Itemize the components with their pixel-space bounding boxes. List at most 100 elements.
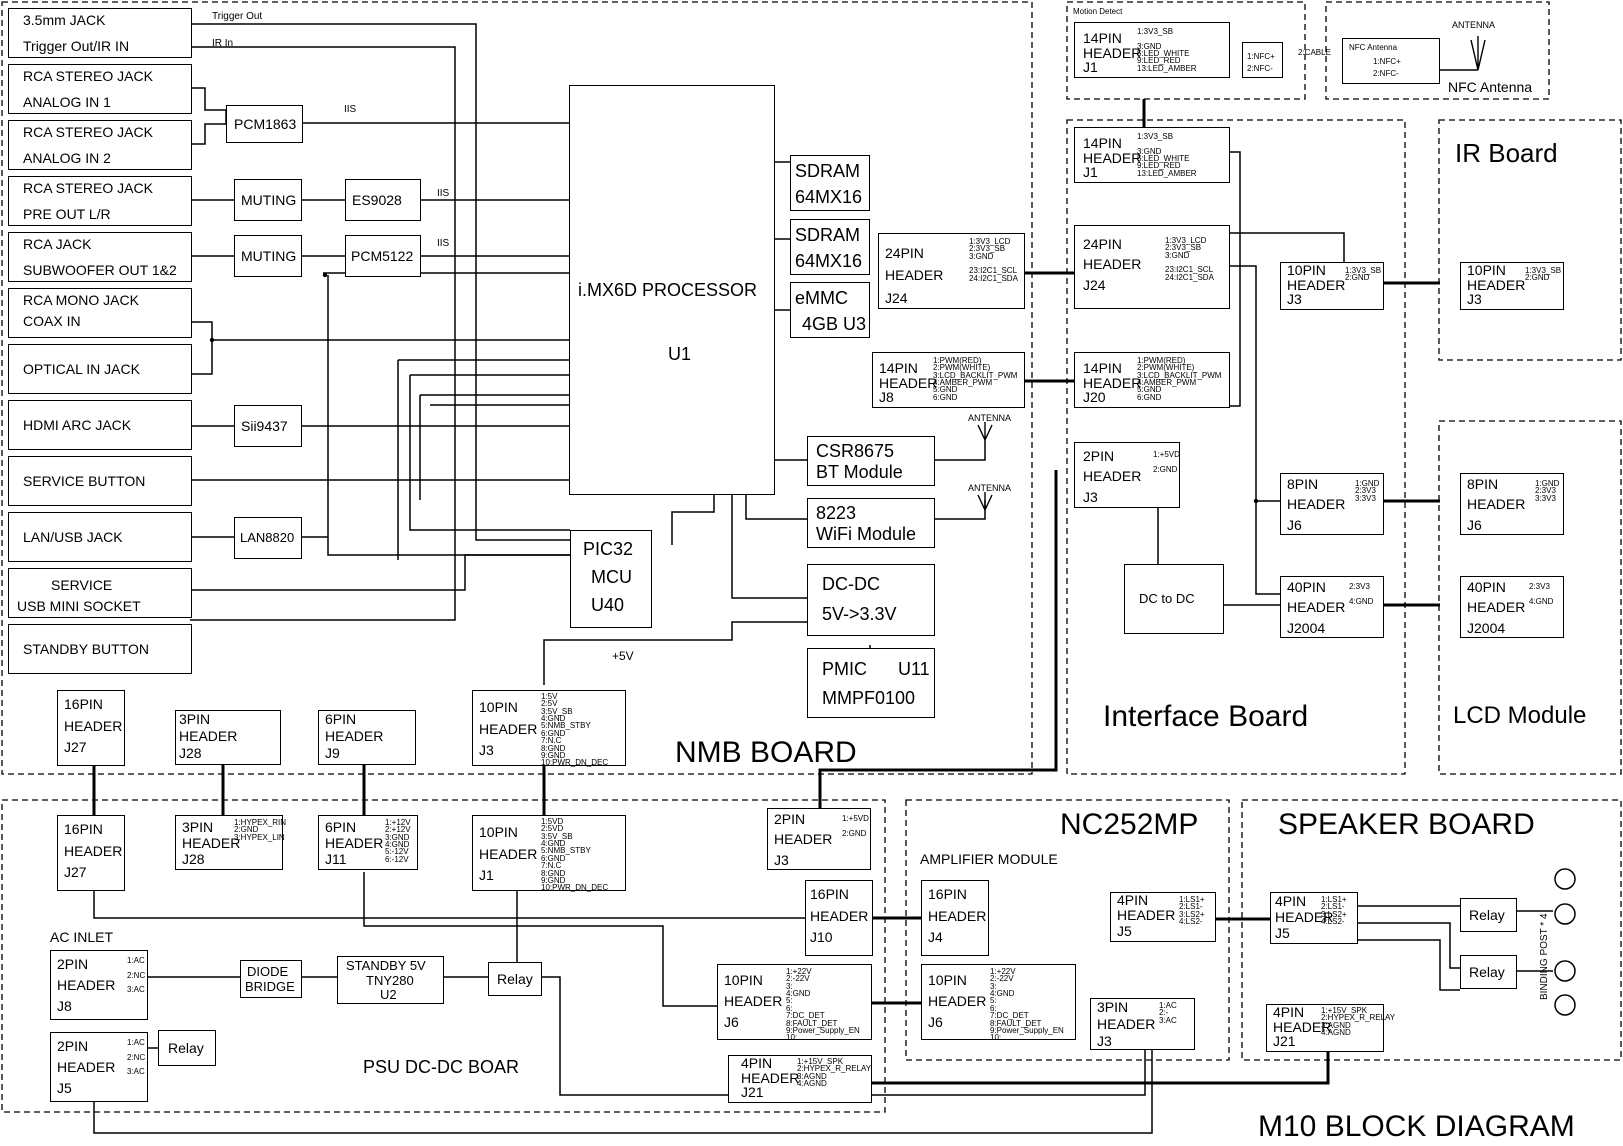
wifi-antenna-icon — [977, 492, 993, 511]
psu-relay-2: Relay — [158, 1030, 216, 1066]
jack-35mm: 3.5mm JACK Trigger Out/IR IN — [8, 8, 192, 58]
standby-5v-supply: STANDBY 5V TNY280 U2 — [337, 956, 444, 1004]
nmb-header-j3: 10PIN HEADER J3 1:5V 2:5V 3:5V_SB 4:GND … — [472, 690, 626, 768]
amp-header-j6-pins: 1:+22V 2:-22V 3: 4:GND 5: 6: 7:DC_DET 8:… — [990, 967, 1064, 1043]
psu-header-j5: 2PIN HEADER J5 1:AC 2:NC 3:AC — [50, 1032, 148, 1102]
binding-post-icon — [1554, 960, 1576, 982]
rca-subwoofer-out-label: RCA JACK — [23, 236, 92, 252]
standby-button: STANDBY BUTTON — [8, 624, 192, 674]
emmc: eMMC 4GB U3 — [790, 282, 870, 338]
wifi-module-sub: WiFi Module — [816, 524, 917, 544]
psu-board-outline — [1, 799, 886, 1113]
service-usb-label: SERVICE — [51, 577, 113, 593]
psu-header-j6-label: 10PIN HEADER J6 — [724, 972, 783, 1030]
interface-header-j3-10pin-label: 10PIN HEADER J3 — [1287, 262, 1346, 308]
amp-header-j5-pins: 1:LS1+ 2:LS1- 3:LS2+ 4:LS2- — [1179, 895, 1205, 927]
lcd-module-outline — [1438, 420, 1622, 775]
pmic-ref: U11 — [898, 659, 930, 679]
binding-post-icon — [1554, 903, 1576, 925]
standby-button-label: STANDBY BUTTON — [23, 641, 150, 657]
pmic-label: PMIC — [822, 659, 867, 679]
amp-header-j6: 10PIN HEADER J6 1:+22V 2:-22V 3: 4:GND 5… — [921, 964, 1076, 1043]
lcd-header-j6-pins: 1:GND 2:3V3 3:3V3 — [1535, 479, 1560, 503]
nmb-header-j27-label: 16PIN HEADER J27 — [64, 696, 123, 756]
sdram-1-sub: 64MX16 — [795, 187, 863, 207]
interface-header-j3-2pin: 2PIN HEADER J3 1:+5VD 2:GND — [1074, 442, 1180, 508]
amp-header-j4: 16PIN HEADER J4 — [921, 880, 989, 956]
standby-5v-ref: U2 — [380, 987, 397, 1002]
pcm5122-label: PCM5122 — [351, 248, 414, 264]
ir-header-j3: 10PIN HEADER J3 1:3V3_SB 2:GND — [1460, 262, 1564, 310]
amp-header-j3-label: 3PIN HEADER J3 — [1097, 999, 1156, 1049]
rca-coax-in-label: RCA MONO JACK — [23, 292, 139, 308]
es9028-label: ES9028 — [352, 192, 402, 208]
nmb-header-j9: 6PIN HEADER J9 — [318, 710, 416, 765]
psu-board-title: PSU DC-DC BOAR — [363, 1057, 520, 1077]
psu-header-j21: 4PIN HEADER J21 1:+15V_SPK 2:HYPEX_R_REL… — [728, 1055, 872, 1103]
sii9437-label: Sii9437 — [241, 418, 288, 434]
emmc-sub: 4GB U3 — [802, 314, 867, 334]
psu-header-j1-pins: 1:5VD 2:5VD 3:5V_SB 4:GND 5:NMB_STBY 6:G… — [541, 817, 609, 893]
pcm5122-chip: PCM5122 — [345, 235, 421, 277]
nmb-board-title: NMB BOARD — [675, 736, 857, 769]
rca-analog-in-2: RCA STEREO JACK ANALOG IN 2 — [8, 120, 192, 170]
ir-header-j3-pins: 1:3V3_SB 2:GND — [1525, 266, 1562, 283]
lcd-header-j2004-label: 40PIN HEADER J2004 — [1467, 579, 1526, 636]
service-button: SERVICE BUTTON — [8, 456, 192, 506]
interface-header-j2004-pins: 2:3V3 4:GND — [1349, 582, 1374, 606]
iis-label-2: IIS — [437, 188, 450, 199]
nmb-header-j8-pins: 1:PWM(RED) 2:PWM(WHITE) 3:LCD_BACKLIT_PW… — [933, 356, 1018, 402]
jack-35mm-sub: Trigger Out/IR IN — [23, 38, 130, 54]
pcm1863-label: PCM1863 — [234, 116, 297, 132]
psu-header-j27-label: 16PIN HEADER J27 — [64, 821, 123, 881]
dc-to-dc-converter: DC to DC — [1124, 564, 1224, 634]
nmb-header-j8: 14PIN HEADER J8 1:PWM(RED) 2:PWM(WHITE) … — [872, 352, 1025, 408]
interface-board-outline — [1066, 119, 1406, 775]
lcd-header-j6-label: 8PIN HEADER J6 — [1467, 476, 1526, 533]
speaker-header-j21: 4PIN HEADER J21 1:+15V_SPK 2:HYPEX_R_REL… — [1266, 1004, 1395, 1052]
sdram-1: SDRAM 64MX16 — [790, 155, 870, 211]
muting-label-2: MUTING — [241, 248, 297, 264]
wifi-module-label: 8223 — [816, 503, 857, 523]
psu-header-j28-pins: 1:HYPEX_RIN 2:GND 3:HYPEX_LIN — [234, 818, 287, 842]
rca-pre-out-label: RCA STEREO JACK — [23, 180, 153, 196]
rca-analog-in-1-sub: ANALOG IN 1 — [23, 94, 111, 110]
psu-header-j21-pins: 1:+15V_SPK 2:HYPEX_R_RELAY 3:AGND 4:AGND — [797, 1057, 872, 1089]
nmb-header-j3-pins: 1:5V 2:5V 3:5V_SB 4:GND 5:NMB_STBY 6:GND… — [541, 692, 609, 768]
nfc-antenna-outline — [1325, 1, 1550, 100]
nfc-connector: 1:NFC+ 2:NFC- — [1242, 42, 1283, 78]
nfc-antenna-icon — [1440, 36, 1486, 71]
nmb-header-j27: 16PIN HEADER J27 — [57, 690, 125, 766]
rca-coax-in-sub: COAX IN — [23, 313, 81, 329]
rca-analog-in-2-label: RCA STEREO JACK — [23, 124, 153, 140]
nmb-board-outline — [1, 1, 1033, 775]
sdram-2-sub: 64MX16 — [795, 251, 863, 271]
optical-in-jack-label: OPTICAL IN JACK — [23, 361, 140, 377]
psu-header-j3-label: 2PIN HEADER J3 — [774, 811, 833, 868]
bt-antenna-label: ANTENNA — [968, 413, 1012, 423]
standby-5v-sub: TNY280 — [366, 973, 414, 988]
speaker-relay-1-label: Relay — [1469, 907, 1505, 923]
nc252mp-title: NC252MP — [1060, 808, 1199, 841]
nmb-header-j24-label: 24PIN HEADER J24 — [885, 245, 944, 306]
psu-header-j8: 2PIN HEADER J8 1:AC 2:NC 3:AC — [50, 950, 148, 1020]
binding-post-icon — [1554, 868, 1576, 890]
interface-header-j1-label: 14PIN HEADER J1 — [1083, 135, 1142, 181]
standby-5v-label: STANDBY 5V — [346, 958, 426, 973]
rca-subwoofer-out: RCA JACK SUBWOOFER OUT 1&2 — [8, 232, 192, 282]
psu-header-j1: 10PIN HEADER J1 1:5VD 2:5VD 3:5V_SB 4:GN… — [472, 815, 626, 893]
iis-label-3: IIS — [437, 238, 450, 249]
rca-pre-out-sub: PRE OUT L/R — [23, 206, 111, 222]
ac-inlet-title: AC INLET — [50, 929, 114, 945]
interface-header-j2004: 40PIN HEADER J2004 2:3V3 4:GND — [1280, 576, 1384, 638]
pic32-label: PIC32 — [583, 539, 634, 559]
psu-header-j28: 3PIN HEADER J28 1:HYPEX_RIN 2:GND 3:HYPE… — [175, 815, 287, 870]
trigger-out-label: Trigger Out — [212, 11, 263, 22]
ir-header-j3-label: 10PIN HEADER J3 — [1467, 262, 1526, 308]
diode-bridge-label: DIODE — [247, 964, 289, 979]
ir-in-label: IR In — [212, 38, 234, 49]
psu-header-j5-label: 2PIN HEADER J5 — [57, 1038, 116, 1096]
interface-header-j3-10pin: 10PIN HEADER J3 1:3V3_SB 2:GND — [1280, 262, 1384, 310]
motion-detect-title: Motion Detect — [1073, 7, 1123, 16]
speaker-header-j5-pins: 1:LS1+ 2:LS1- 3:LS2+ 4:LS2- — [1321, 895, 1347, 927]
